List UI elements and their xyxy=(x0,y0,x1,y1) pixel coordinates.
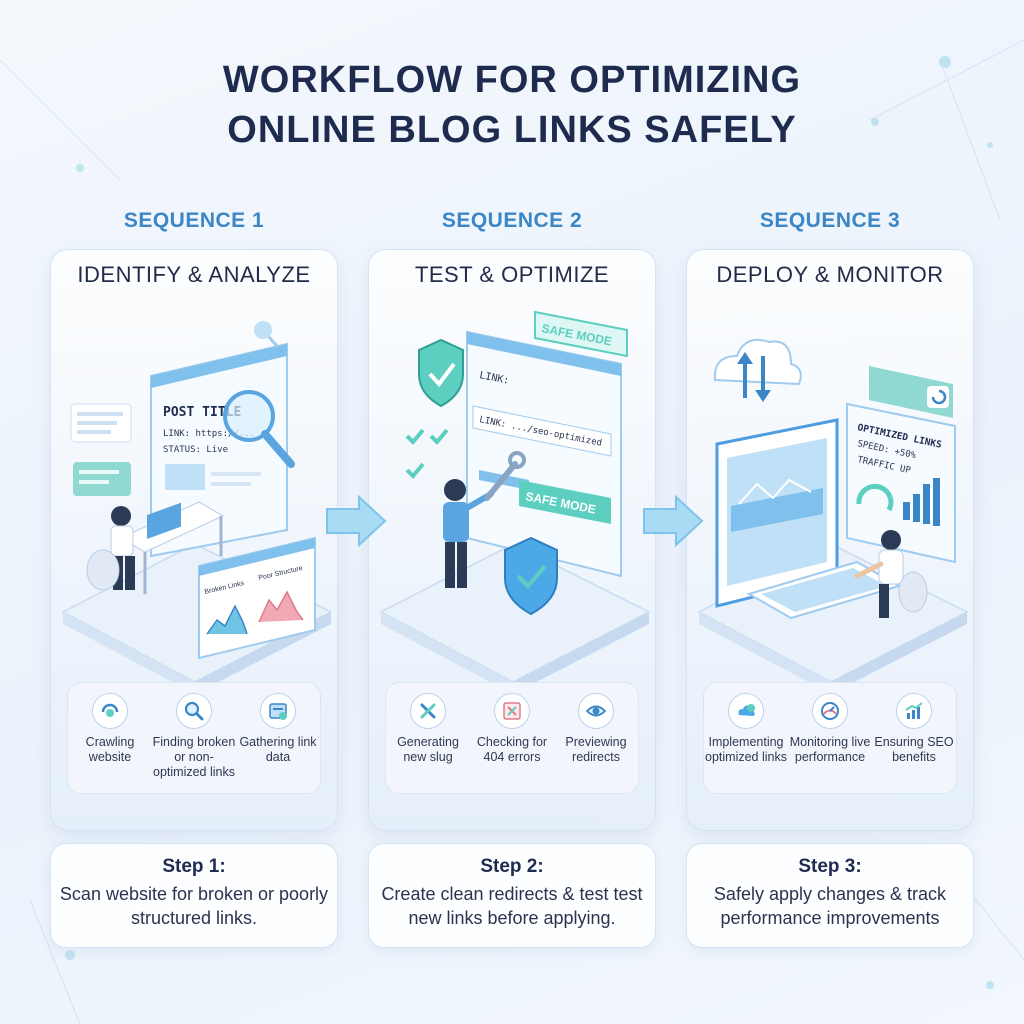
sequence-card: IDENTIFY & ANALYZE POST TITLE LINK: http… xyxy=(50,249,338,831)
page-title: WORKFLOW FOR OPTIMIZING ONLINE BLOG LINK… xyxy=(0,55,1024,155)
sequence-column-1: SEQUENCE 1 IDENTIFY & ANALYZE POST TITLE… xyxy=(50,205,338,831)
activity-item: Checking for 404 errors xyxy=(470,693,554,765)
screen-link-text: LINK: https://... xyxy=(163,429,255,439)
phase-title: IDENTIFY & ANALYZE xyxy=(77,262,311,287)
activity-item: Ensuring SEO benefits xyxy=(872,693,956,765)
step-summary-1: Step 1: Scan website for broken or poorl… xyxy=(50,843,338,948)
activity-label: Checking for 404 errors xyxy=(476,735,548,764)
optimize-illustration: LINK: LINK: .../seo-optimized SAFE MODE … xyxy=(379,310,651,694)
activity-item: Implementing optimized links xyxy=(704,693,788,765)
shield-check-icon xyxy=(504,536,558,616)
activity-item: Crawling website xyxy=(68,693,152,765)
step-description: Scan website for broken or poorly struct… xyxy=(59,884,329,928)
gauge-icon xyxy=(812,693,848,729)
activity-label: Crawling website xyxy=(85,735,135,764)
screen-post-title: POST TITLE xyxy=(163,405,241,420)
activity-label: Monitoring live performance xyxy=(789,735,871,764)
sequence-column-3: SEQUENCE 3 DEPLOY & MONITOR OPTIMIZED LI… xyxy=(686,205,974,831)
search-icon xyxy=(176,693,212,729)
step-summary-3: Step 3: Safely apply changes & track per… xyxy=(686,843,974,948)
step-summary-2: Step 2: Create clean redirects & test te… xyxy=(368,843,656,948)
cloud-sync-icon xyxy=(713,338,802,402)
growth-chart-icon xyxy=(896,693,932,729)
activity-item: Previewing redirects xyxy=(554,693,638,765)
activity-item: Finding broken or non-optimized links xyxy=(152,693,236,780)
deploy-illustration: OPTIMIZED LINKS SPEED: +50% TRAFFIC UP xyxy=(697,338,969,694)
flow-arrow-icon xyxy=(643,495,704,547)
step-description: Safely apply changes & track performance… xyxy=(713,884,947,928)
activity-item: Monitoring live performance xyxy=(788,693,872,765)
activity-icon-panel: Implementing optimized links Monitoring … xyxy=(703,682,957,794)
analyze-illustration: POST TITLE LINK: https://... STATUS: Liv… xyxy=(61,321,333,694)
activity-icon-panel: Generating new slug Checking for 404 err… xyxy=(385,682,639,794)
sequence-card: DEPLOY & MONITOR OPTIMIZED LINKS SPEED: … xyxy=(686,249,974,831)
activity-item: Generating new slug xyxy=(386,693,470,765)
sequence-label: SEQUENCE 2 xyxy=(441,209,583,232)
shield-check-icon xyxy=(418,338,464,408)
activity-label: Generating new slug xyxy=(397,735,459,764)
step-heading: Step 1: xyxy=(162,856,226,877)
activity-item: Gathering link data xyxy=(236,693,320,765)
sequence-label: SEQUENCE 1 xyxy=(123,209,265,232)
activity-label: Gathering link data xyxy=(239,735,317,764)
screen-status-text: STATUS: Live xyxy=(163,445,228,455)
title-line-1: WORKFLOW FOR OPTIMIZING xyxy=(222,59,802,101)
magnifier-icon xyxy=(223,390,295,468)
activity-label: Previewing redirects xyxy=(565,735,627,764)
phase-title: TEST & OPTIMIZE xyxy=(414,262,610,287)
error-check-icon xyxy=(494,693,530,729)
title-line-2: ONLINE BLOG LINKS SAFELY xyxy=(227,109,797,151)
wrench-icon xyxy=(484,451,526,501)
sequence-label: SEQUENCE 3 xyxy=(759,209,901,232)
activity-label: Finding broken or non-optimized links xyxy=(152,735,236,779)
activity-icon-panel: Crawling website Finding broken or non-o… xyxy=(67,682,321,794)
sequence-column-2: SEQUENCE 2 TEST & OPTIMIZE LINK: LINK: .… xyxy=(368,205,656,831)
flow-arrow-icon xyxy=(326,495,387,547)
sequence-card: TEST & OPTIMIZE LINK: LINK: .../seo-opti… xyxy=(368,249,656,831)
eye-icon xyxy=(578,693,614,729)
cloud-check-icon xyxy=(728,693,764,729)
crawler-icon xyxy=(92,693,128,729)
activity-label: Ensuring SEO benefits xyxy=(874,735,954,764)
step-heading: Step 3: xyxy=(798,856,862,877)
tools-icon xyxy=(410,693,446,729)
phase-title: DEPLOY & MONITOR xyxy=(716,262,944,287)
activity-label: Implementing optimized links xyxy=(705,735,787,764)
step-description: Create clean redirects & test test new l… xyxy=(381,884,643,928)
data-icon xyxy=(260,693,296,729)
step-heading: Step 2: xyxy=(480,856,544,877)
